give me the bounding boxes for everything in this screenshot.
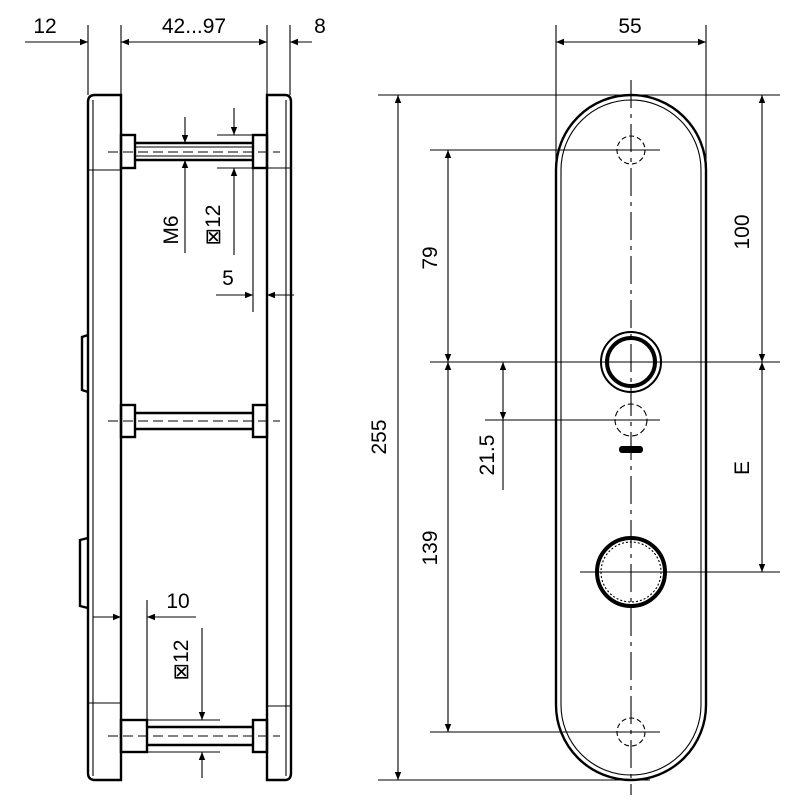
dim-bottom-screw: 139 <box>419 530 442 565</box>
dim-plate-left: 12 <box>33 15 56 38</box>
keyhole-mark <box>619 446 643 453</box>
dim-width: 55 <box>618 15 641 38</box>
dim-offset: 5 <box>222 267 234 290</box>
dim-plate-right: 8 <box>314 15 326 38</box>
left-plate-bump-lower <box>78 536 89 610</box>
right-plate <box>265 93 293 782</box>
dim-height: 255 <box>368 419 391 454</box>
dim-door-thickness: 42...97 <box>162 15 226 38</box>
dim-thread: M6 <box>160 215 183 244</box>
top-rod <box>108 133 280 170</box>
dim-square-bottom: ⊠12 <box>170 640 193 681</box>
dim-top-screw: 79 <box>419 246 442 269</box>
dim-keyhole: 21.5 <box>476 435 499 476</box>
dim-square-depth: 10 <box>166 590 189 613</box>
dim-distance: E <box>731 461 754 475</box>
dim-square-top: ⊠12 <box>202 205 225 246</box>
side-view: 12 42...97 8 M6 ⊠12 5 10 ⊠12 <box>25 15 326 782</box>
left-plate <box>86 93 123 782</box>
bottom-rod <box>108 718 280 754</box>
front-view: 55 255 79 139 21.5 100 E <box>368 15 780 795</box>
left-plate-bump-upper <box>80 333 89 394</box>
middle-rod <box>108 403 280 439</box>
dim-top-to-handle: 100 <box>731 214 754 249</box>
